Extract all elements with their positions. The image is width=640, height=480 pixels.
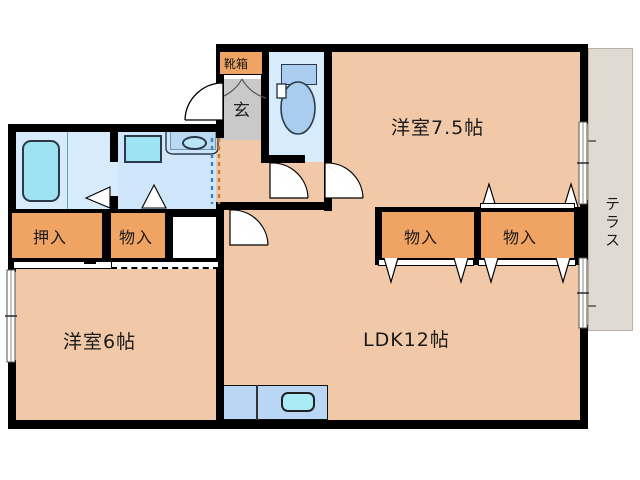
- wall-bedroom6-right: [216, 268, 224, 420]
- wall-closet-right-end: [573, 207, 581, 265]
- wall-bottom-main: [8, 420, 588, 429]
- bathtub-icon: [22, 140, 60, 202]
- toilet-bowl-icon: [276, 81, 316, 135]
- monoire3-doors[interactable]: [478, 259, 576, 266]
- monoire2-fold-icon[interactable]: [378, 257, 474, 285]
- closet-monoire-2-label: 物入: [404, 228, 439, 247]
- label-bedroom-75: 洋室7.5帖: [391, 117, 485, 139]
- washing-machine-icon: [124, 135, 162, 163]
- terrace-area: [588, 48, 633, 331]
- closet-shoebox: [219, 51, 263, 75]
- washroom-door-icon[interactable]: [140, 183, 168, 210]
- wall-toilet-bottom: [261, 155, 305, 163]
- wall-top-main: [216, 44, 588, 52]
- wall-hall-left: [216, 217, 224, 269]
- closet-shoebox-label: 靴箱: [224, 57, 249, 71]
- closet-monoire-3-label: 物入: [503, 228, 538, 247]
- window-east-upper-icon[interactable]: [576, 121, 590, 205]
- wall-mid-horizontal: [216, 202, 332, 210]
- wall-right-outer: [580, 44, 588, 124]
- washbasin-apron: [165, 132, 219, 155]
- window-east-lower-icon[interactable]: [576, 257, 590, 329]
- terrace-label: テラス: [603, 196, 621, 250]
- wall-toilet-left: [261, 44, 269, 162]
- monoire1-doors[interactable]: [111, 261, 219, 269]
- closet-monoire-2: [381, 211, 475, 259]
- sliding-partition-icon[interactable]: [209, 138, 223, 204]
- wall-right-outer-low: [580, 325, 588, 420]
- entrance-door-icon[interactable]: [183, 82, 225, 124]
- terrace-rail-top: [588, 140, 596, 142]
- wall-closet-right-left: [375, 207, 383, 265]
- washbasin-icon: [182, 136, 207, 150]
- ldk-door-icon[interactable]: [228, 209, 270, 249]
- terrace-rail-bottom: [588, 305, 596, 307]
- label-ldk: LDK12帖: [363, 329, 450, 351]
- closet-oshiire: [11, 212, 103, 259]
- closet-monoire-3: [480, 211, 575, 259]
- wall-right-outer-mid: [580, 200, 588, 260]
- oshiire-door-divider: [84, 262, 96, 264]
- wall-toilet-right: [324, 44, 332, 162]
- wall-closet-left-divider: [102, 209, 111, 264]
- monoire3-fold-icon[interactable]: [478, 257, 576, 285]
- closet-monoire-1: [110, 212, 166, 259]
- bath-door-icon[interactable]: [84, 186, 112, 210]
- wall-left-outer-bottom: [8, 360, 16, 424]
- kitchen-counter-divider: [256, 385, 258, 420]
- monoire2-doors[interactable]: [378, 259, 474, 266]
- room-bedroom-75: [326, 52, 588, 207]
- wall-closet-right-divider: [473, 207, 482, 265]
- genkan-label: 玄: [233, 101, 251, 121]
- wall-washroom-right-top: [216, 124, 224, 138]
- toilet-door-icon[interactable]: [268, 162, 310, 202]
- closet-right-upper-fold-icon[interactable]: [378, 181, 579, 209]
- closet-right-upper-doors[interactable]: [480, 203, 575, 209]
- wall-bath-washroom: [110, 124, 118, 162]
- closet-oshiire-label: 押入: [33, 228, 68, 247]
- wall-left-outer-top: [8, 124, 16, 272]
- genkan-tile: [216, 79, 268, 140]
- window-west-icon[interactable]: [4, 269, 18, 363]
- kitchen-sink-icon: [281, 392, 315, 412]
- wall-closet-left-end: [164, 209, 173, 264]
- wall-bath-washroom-low: [110, 196, 118, 217]
- closet-monoire-1-label: 物入: [119, 228, 154, 247]
- room-bedroom-6: [10, 268, 216, 420]
- bath-partition: [67, 131, 68, 209]
- bedroom-door-75-icon[interactable]: [323, 162, 365, 202]
- label-bedroom-6: 洋室6帖: [63, 331, 137, 353]
